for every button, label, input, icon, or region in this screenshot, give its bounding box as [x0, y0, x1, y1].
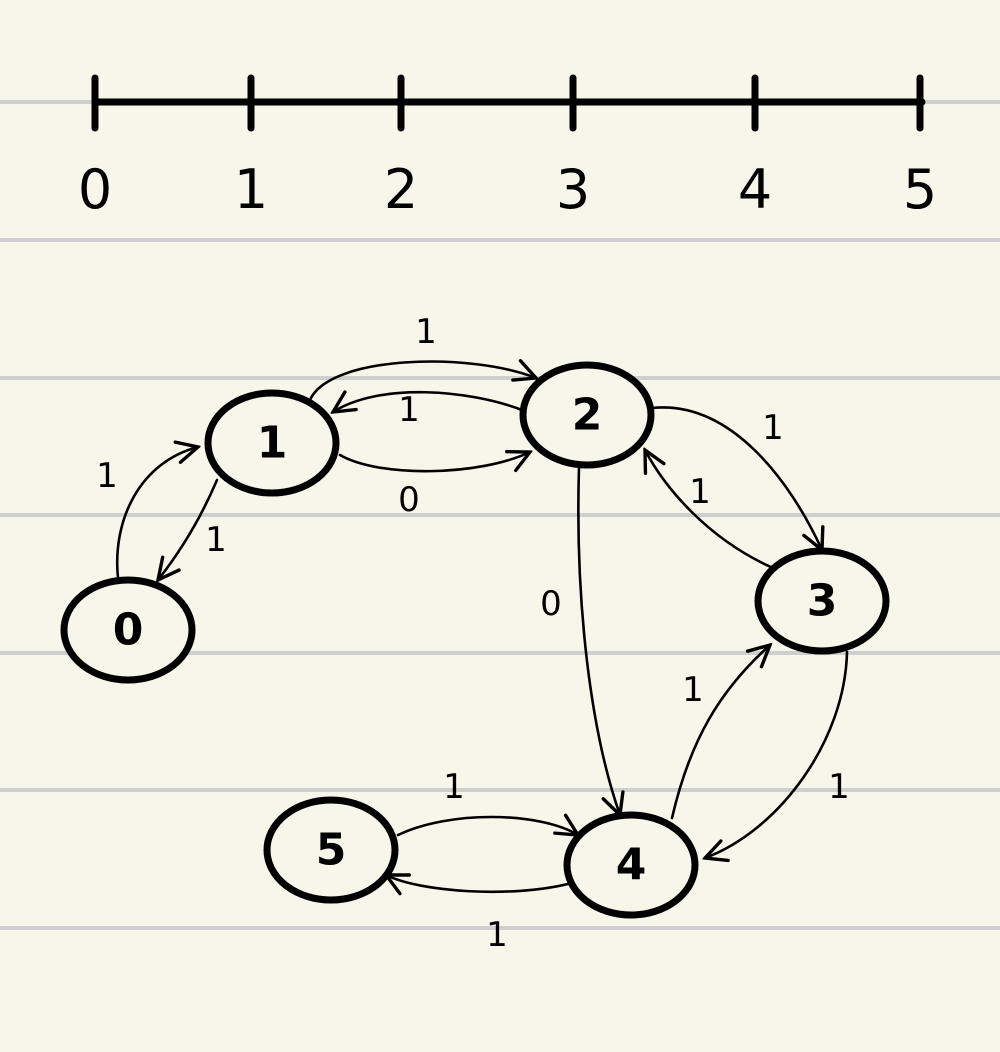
edge-2-to-1	[333, 392, 524, 412]
edge-label-3-to-4: 1	[828, 767, 850, 807]
number-line-tick-label: 1	[234, 158, 268, 221]
ruled-lines	[0, 100, 1000, 930]
node-4-label: 4	[616, 840, 647, 891]
graph-edges	[115, 362, 849, 892]
node-1-label: 1	[257, 418, 288, 469]
number-line-tick-label: 0	[78, 158, 112, 221]
number-line-tick-label: 4	[738, 158, 772, 221]
edge-label-4-to-5: 1	[486, 915, 508, 955]
edge-3-to-4	[705, 650, 849, 858]
node-1: 1	[204, 389, 340, 497]
graph-nodes: 0 1 2 3 4 5	[60, 361, 890, 919]
edge-label-4-to-3: 1	[682, 670, 704, 710]
node-5-circle	[263, 796, 399, 904]
number-line-tick-label: 2	[384, 158, 418, 221]
edge-label-1-to-0: 1	[205, 520, 227, 560]
node-3-circle	[754, 547, 890, 655]
node-2-circle	[519, 361, 655, 469]
number-line: 0 1 2 3 4 5	[78, 74, 937, 221]
edge-1-to-2	[308, 362, 536, 402]
graph-edge-labels: 1 1 1 1 0 1 1 0 1 1 1 1	[96, 312, 850, 955]
node-5-label: 5	[316, 825, 347, 876]
edge-label-2-to-4: 0	[540, 584, 562, 624]
edge-label-5-to-4: 1	[443, 767, 465, 807]
node-2-label: 2	[572, 390, 603, 441]
number-line-ticks: 0 1 2 3 4 5	[78, 74, 937, 221]
edge-3-to-2	[645, 450, 775, 570]
edge-5-to-4	[396, 817, 578, 835]
edge-2-to-4	[577, 465, 620, 815]
number-line-tick-label: 3	[556, 158, 590, 221]
node-0: 0	[60, 576, 196, 684]
edge-label-1-to-2: 0	[398, 480, 420, 520]
node-3: 3	[754, 547, 890, 655]
edge-label-2-to-1: 1	[398, 390, 420, 430]
number-line-tick-label: 5	[903, 158, 937, 221]
node-5: 5	[263, 796, 399, 904]
edge-label-3-to-2: 1	[689, 472, 711, 512]
node-4-circle	[563, 811, 699, 919]
edge-1-to-2	[338, 452, 530, 473]
edge-4-to-5	[386, 875, 570, 892]
edge-2-to-3	[650, 406, 822, 550]
node-3-label: 3	[807, 576, 838, 627]
edge-label-0-to-1: 1	[96, 456, 118, 496]
edge-4-to-3	[670, 645, 770, 820]
node-4: 4	[563, 811, 699, 919]
node-0-label: 0	[113, 605, 144, 656]
edge-label-1-to-2: 1	[415, 312, 437, 352]
node-1-circle	[204, 389, 340, 497]
node-2: 2	[519, 361, 655, 469]
edge-label-2-to-3: 1	[762, 408, 784, 448]
edge-1-to-0	[158, 478, 219, 580]
edge-0-to-1	[115, 447, 198, 580]
node-0-circle	[60, 576, 196, 684]
